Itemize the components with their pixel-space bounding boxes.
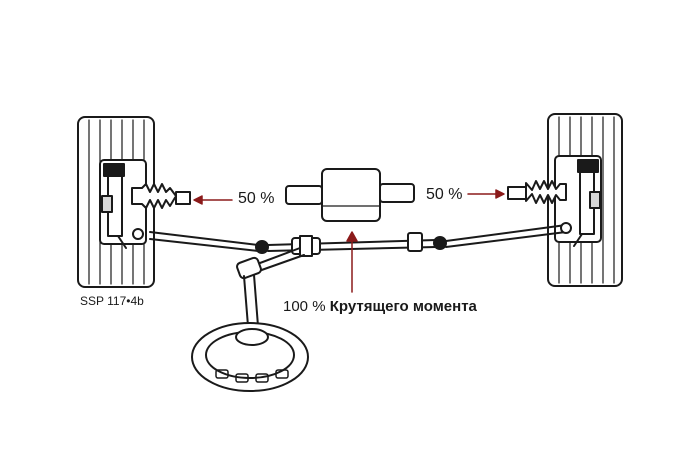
- steering-wheel: [191, 322, 309, 392]
- right-driveshaft: [507, 180, 567, 204]
- input-torque-arrow: [346, 231, 358, 293]
- right-wheel: [547, 113, 623, 287]
- figure-code: SSP 117•4b: [80, 294, 144, 308]
- right-torque-arrow: [467, 189, 505, 199]
- total-torque-label: 100 % Крутящего момента: [283, 298, 477, 315]
- right-torque-label: 50 %: [426, 186, 463, 203]
- differential-housing: [285, 168, 415, 222]
- left-torque-label: 50 %: [238, 190, 275, 207]
- left-torque-arrow: [193, 195, 233, 205]
- total-torque-value: 100 %: [283, 298, 326, 315]
- steering-column: [236, 247, 305, 327]
- total-torque-text: Крутящего момента: [329, 298, 477, 315]
- left-driveshaft: [131, 183, 191, 209]
